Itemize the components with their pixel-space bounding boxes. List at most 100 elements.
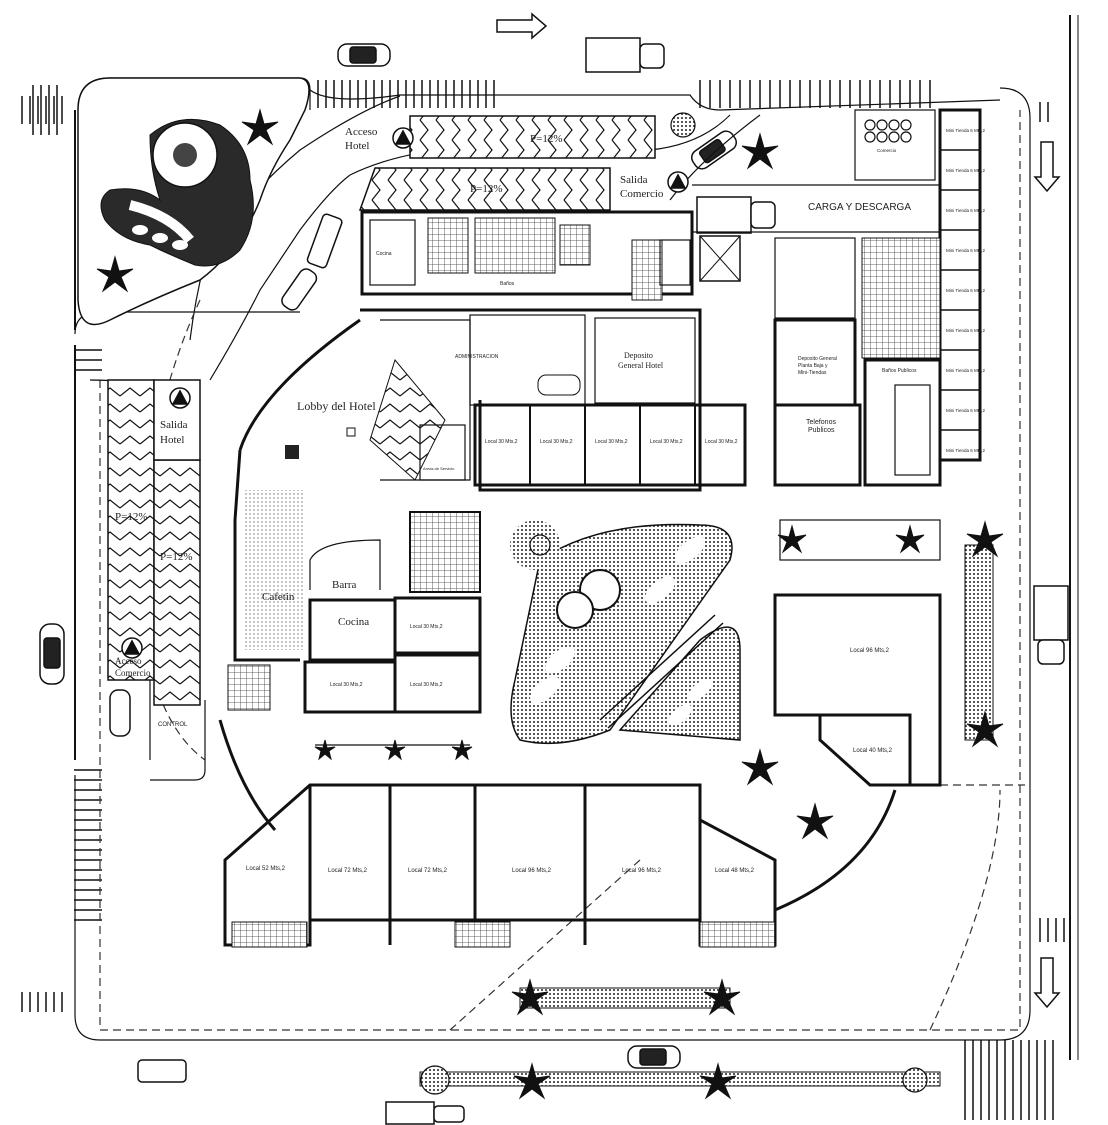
local-label: Local 72 Mts,2 — [408, 868, 448, 874]
label-line: Salida — [160, 419, 188, 431]
car-icon — [337, 43, 391, 67]
mini-tienda-label: Mini Tienda 6 Mts,2 — [946, 208, 986, 213]
label-salida-comercio: Salida Comercio — [620, 174, 664, 200]
tree-icon — [529, 534, 551, 556]
mini-tienda-label: Mini Tienda 6 Mts,2 — [946, 448, 986, 453]
ramp-hotel-exit: P=12% P=12% — [107, 379, 201, 706]
local-label: Local 96 Mts,2 — [512, 868, 552, 874]
label-line: Deposito — [624, 351, 653, 360]
label-line: Hotel — [160, 434, 184, 446]
round-trees — [420, 112, 928, 1095]
car-icon — [39, 623, 65, 685]
mini-tienda-label: Mini Tienda 6 Mts,2 — [946, 288, 986, 293]
access-symbol-icon — [169, 387, 191, 409]
palm-tree-icon — [511, 978, 549, 1016]
label-line: Acceso — [345, 126, 378, 138]
local-label: Local 30 Mts,2 — [410, 624, 443, 630]
mini-tienda-label: Mini Tienda 6 Mts,2 — [946, 368, 986, 373]
palm-tree-icon — [796, 802, 834, 840]
locales-30-row: Local 30 Mts,2 Local 30 Mts,2 Local 30 M… — [473, 403, 747, 487]
label-line: Deposito General — [798, 356, 837, 362]
label-administracion: ADMINISTRACION — [455, 354, 499, 360]
label-line: Planta Baja y — [798, 363, 828, 369]
label-line: General Hotel — [618, 361, 664, 370]
locales-east: Local 96 Mts,2 Local 40 Mts,2 — [773, 593, 942, 787]
label-acceso-hotel: Acceso Hotel — [345, 126, 378, 152]
palm-tree-icon — [699, 1062, 737, 1100]
hotel-service-wing: Baños Cocina — [360, 210, 694, 301]
local-label: Local 30 Mts,2 — [410, 682, 443, 688]
label-banos-publicos: Baños Publicos — [882, 368, 917, 374]
label-acceso-comercio: Acceso Comercio — [115, 656, 151, 678]
truck-icon — [385, 1101, 465, 1125]
label-barra: Barra — [332, 579, 357, 591]
mini-tienda-label: Mini Tienda 6 Mts,2 — [946, 168, 986, 173]
local-label: Local 30 Mts,2 — [485, 439, 518, 445]
palm-tree-icon — [966, 520, 1004, 558]
mini-tienda-label: Mini Tienda 6 Mts,2 — [946, 248, 986, 253]
palm-tree-icon — [777, 524, 807, 554]
tree-icon — [670, 112, 696, 138]
local-label: Local 30 Mts,2 — [595, 439, 628, 445]
locales-west: Local 30 Mts,2 Local 30 Mts,2 Local 30 M… — [227, 596, 482, 714]
ramp-label: P=12% — [115, 511, 147, 523]
label-line: Acceso — [115, 656, 142, 666]
locales-south-row: Local 52 Mts,2 Local 72 Mts,2 Local 72 M… — [223, 783, 777, 948]
crosswalk-top-left — [317, 80, 495, 108]
traffic-arrow-east-icon — [496, 12, 548, 40]
label-line: Telefonos — [806, 419, 836, 426]
palm-tree-icon — [96, 255, 134, 293]
car-icon — [109, 689, 131, 737]
ramp-label: P=12% — [470, 183, 502, 195]
label-cocina: Cocina — [338, 616, 369, 628]
car-icon — [690, 130, 738, 170]
crosswalk-right — [1039, 102, 1065, 942]
label-carga-descarga: CARGA Y DESCARGA — [808, 202, 911, 213]
palm-tree-icon — [513, 1062, 551, 1100]
loading-area: CARGA Y DESCARGA — [659, 184, 941, 286]
palm-tree-icon — [703, 978, 741, 1016]
label-control: CONTROL — [158, 722, 188, 728]
local-label: Local 72 Mts,2 — [328, 868, 368, 874]
crosswalk-bottom-right — [964, 1040, 1054, 1120]
car-icon — [627, 1045, 681, 1069]
central-plaza — [510, 520, 741, 745]
crosswalk-left-bottom — [21, 992, 63, 1012]
label-salida-hotel: Salida Hotel — [160, 419, 188, 446]
ramp-hotel-access: P=12% — [409, 115, 656, 159]
traffic-arrow-south-icon-2 — [1033, 957, 1061, 1009]
local-label: Local 30 Mts,2 — [330, 682, 363, 688]
ramp-label: P=12% — [160, 551, 192, 563]
truck-icon — [585, 37, 665, 73]
garden-northwest — [77, 77, 310, 326]
palm-tree-icon — [741, 132, 779, 170]
crosswalk-top — [318, 80, 498, 108]
truck-icon — [137, 1059, 187, 1083]
local-label: Local 30 Mts,2 — [650, 439, 683, 445]
traffic-arrow-south-icon — [1033, 141, 1061, 193]
label-line: Comercio — [115, 668, 151, 678]
label-lobby: Lobby del Hotel — [297, 399, 376, 413]
label-line: Comercio — [620, 188, 664, 200]
crosswalk-left-top — [21, 85, 63, 135]
truck-icon — [1033, 585, 1069, 665]
access-symbols — [121, 127, 689, 659]
label-line: Mini-Tiendas — [798, 370, 827, 376]
ramp-label: P=12% — [530, 133, 562, 145]
palm-trees — [96, 108, 1004, 1100]
curved-perimeter-wall — [218, 719, 897, 912]
label-line: Hotel — [345, 140, 369, 152]
palm-tree-icon — [966, 710, 1004, 748]
label-cafetin: Cafetin — [262, 591, 295, 603]
local-label: Local 40 Mts,2 — [853, 748, 893, 754]
truck-icon — [696, 196, 776, 234]
crosswalk-left-side — [74, 349, 102, 921]
tree-icon — [902, 1067, 928, 1093]
ramp-commerce-exit: P=12% — [358, 167, 611, 211]
label-banos: Baños — [500, 281, 515, 287]
access-symbol-icon — [667, 171, 689, 193]
label-line: Salida — [620, 174, 648, 186]
palm-tree-icon — [895, 524, 925, 554]
access-symbol-icon — [121, 637, 143, 659]
cafe-block: Cafetin Barra Cocina — [233, 449, 481, 662]
